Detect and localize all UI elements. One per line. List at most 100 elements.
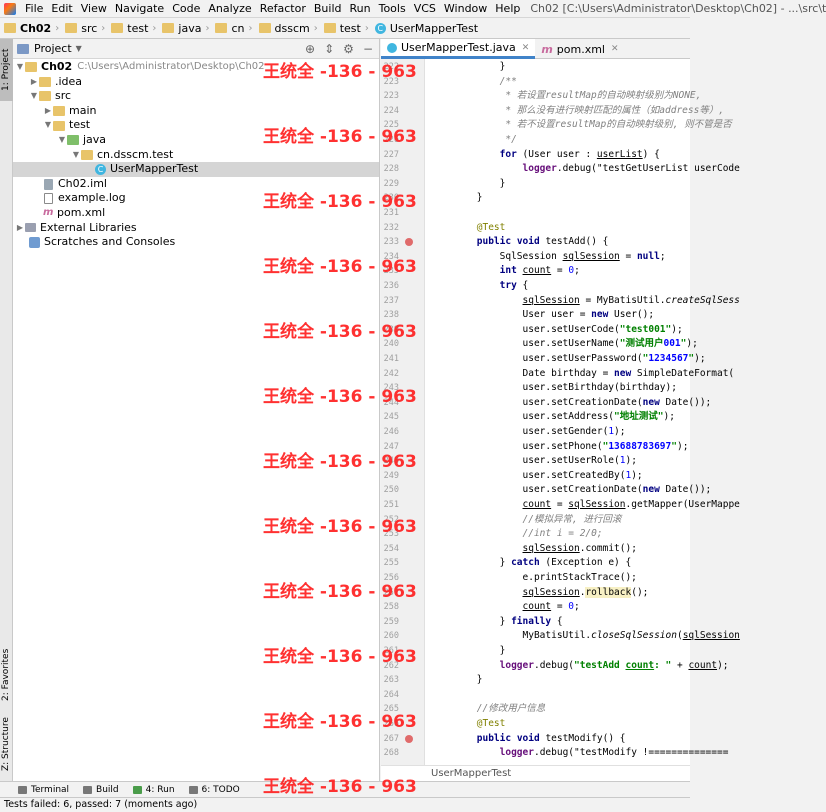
- tool-terminal[interactable]: Terminal: [18, 785, 69, 795]
- chevron-down-icon[interactable]: ▼: [44, 120, 52, 130]
- code-line[interactable]: 257 sqlSession.rollback();: [381, 586, 690, 601]
- tree-item-ch02[interactable]: ▼ Ch02 C:\Users\Administrator\Desktop\Ch…: [13, 60, 379, 75]
- nav-crumb-test[interactable]: test: [107, 22, 150, 35]
- code-line[interactable]: 223 /**: [381, 75, 690, 90]
- code-line[interactable]: 241 user.setUserPassword("1234567");: [381, 352, 706, 367]
- code-line[interactable]: 251 count = sqlSession.getMapper(UserMap…: [381, 498, 740, 513]
- code-line[interactable]: 244 user.setCreationDate(new Date());: [381, 396, 712, 411]
- close-icon[interactable]: ✕: [611, 44, 619, 54]
- editor-breadcrumb[interactable]: UserMapperTest: [381, 765, 690, 781]
- code-line[interactable]: 240 user.setUserName("测试用户001");: [381, 337, 698, 352]
- code-line[interactable]: 264: [381, 688, 690, 703]
- code-line[interactable]: 230 }: [381, 191, 690, 206]
- code-line[interactable]: 226 */: [381, 133, 690, 148]
- menu-view[interactable]: View: [80, 2, 107, 15]
- close-icon[interactable]: ✕: [521, 42, 530, 53]
- tree-item-usermappertest[interactable]: C UserMapperTest: [13, 162, 379, 177]
- menu-vcs[interactable]: VCS: [413, 2, 436, 15]
- menu-tools[interactable]: Tools: [378, 2, 406, 15]
- code-line[interactable]: 245 user.setAddress("地址测试");: [381, 410, 690, 425]
- code-line[interactable]: 223 * 若设置resultMap的自动映射级别为NONE,: [381, 89, 702, 104]
- tree-item-pom[interactable]: m pom.xml: [13, 206, 379, 221]
- menu-run[interactable]: Run: [349, 2, 371, 15]
- collapse-all-icon[interactable]: ⇕: [324, 42, 335, 56]
- chevron-right-icon[interactable]: ▶: [44, 105, 52, 115]
- tree-item-iml[interactable]: Ch02.iml: [13, 177, 379, 192]
- locate-icon[interactable]: ⊕: [305, 42, 316, 56]
- code-line[interactable]: 243 user.setBirthday(birthday);: [381, 381, 690, 396]
- menu-refactor[interactable]: Refactor: [259, 2, 306, 15]
- code-line[interactable]: 231: [381, 206, 690, 221]
- menu-help[interactable]: Help: [495, 2, 521, 15]
- code-line[interactable]: 229 }: [381, 177, 690, 192]
- status-message[interactable]: Tests failed: 6, passed: 7 (moments ago): [4, 799, 198, 810]
- run-test-icon[interactable]: [405, 238, 413, 247]
- code-line[interactable]: 233 public void testAdd() {: [381, 235, 690, 250]
- chevron-down-icon[interactable]: ▼: [58, 134, 66, 144]
- code-line[interactable]: 268 logger.debug("testModify !==========…: [381, 746, 729, 761]
- code-line[interactable]: 227 for (User user : userList) {: [381, 148, 690, 163]
- code-line[interactable]: 266 @Test: [381, 717, 690, 732]
- code-line[interactable]: 253 //int i = 2/0;: [381, 527, 690, 542]
- nav-crumb-cn[interactable]: cn: [211, 22, 246, 35]
- project-view-selector[interactable]: Project: [34, 42, 72, 55]
- code-line[interactable]: 224 * 那么没有进行映射匹配的属性（如address等）,: [381, 104, 724, 119]
- code-line[interactable]: 234 SqlSession sqlSession = null;: [381, 250, 690, 265]
- nav-crumb-dsscm[interactable]: dsscm: [255, 22, 312, 35]
- tree-item-scratches[interactable]: Scratches and Consoles: [13, 235, 379, 250]
- tool-tab-favorites[interactable]: 2: Favorites: [1, 648, 11, 702]
- code-line[interactable]: 237 sqlSession = MyBatisUtil.createSqlSe…: [381, 294, 740, 309]
- tree-item-java[interactable]: ▼ java: [13, 133, 379, 148]
- code-line[interactable]: 232 @Test: [381, 221, 690, 236]
- chevron-down-icon[interactable]: ▼: [72, 149, 80, 159]
- code-line[interactable]: 235 int count = 0;: [381, 264, 690, 279]
- code-line[interactable]: 247 user.setPhone("13688783697");: [381, 440, 690, 455]
- tool-tab-structure[interactable]: Z: Structure: [1, 717, 11, 771]
- code-line[interactable]: 239 user.setUserCode("test001");: [381, 323, 690, 338]
- run-test-icon[interactable]: [405, 734, 413, 743]
- code-line[interactable]: 228 logger.debug("testGetUserList userCo…: [381, 162, 740, 177]
- menu-edit[interactable]: Edit: [51, 2, 73, 15]
- menu-analyze[interactable]: Analyze: [208, 2, 252, 15]
- code-area[interactable]: 222 }223 /**223 * 若设置resultMap的自动映射级别为NO…: [381, 59, 740, 765]
- code-line[interactable]: 254 sqlSession.commit();: [381, 542, 690, 557]
- tree-item-test[interactable]: ▼ test: [13, 118, 379, 133]
- code-line[interactable]: 256 e.printStackTrace();: [381, 571, 690, 586]
- code-line[interactable]: 246 user.setGender(1);: [381, 425, 690, 440]
- menu-window[interactable]: Window: [443, 2, 488, 15]
- menu-navigate[interactable]: Navigate: [114, 2, 165, 15]
- nav-crumb-java[interactable]: java: [158, 22, 203, 35]
- code-line[interactable]: 260 MyBatisUtil.closeSqlSession(sqlSessi…: [381, 629, 740, 644]
- code-line[interactable]: 250 user.setCreationDate(new Date());: [381, 483, 712, 498]
- tree-item-external-libraries[interactable]: ▶ External Libraries: [13, 221, 379, 236]
- code-line[interactable]: 263 }: [381, 673, 690, 688]
- tool-tab-project[interactable]: 1: Project: [0, 39, 13, 101]
- minimize-icon[interactable]: −: [362, 42, 373, 56]
- nav-crumb-test-pkg[interactable]: test: [320, 22, 363, 35]
- chevron-down-icon[interactable]: ▼: [30, 91, 38, 101]
- code-line[interactable]: 261 }: [381, 644, 690, 659]
- tree-item-src[interactable]: ▼ src: [13, 89, 379, 104]
- menu-build[interactable]: Build: [313, 2, 342, 15]
- code-line[interactable]: 249 user.setCreatedBy(1);: [381, 469, 690, 484]
- gear-icon[interactable]: ⚙: [343, 42, 354, 56]
- code-line[interactable]: 225 * 若不设置resultMap的自动映射级别, 则不管是否: [381, 118, 732, 133]
- chevron-right-icon[interactable]: ▶: [30, 76, 38, 86]
- tree-item-idea[interactable]: ▶ .idea: [13, 75, 379, 90]
- code-line[interactable]: 255 } catch (Exception e) {: [381, 556, 690, 571]
- code-line[interactable]: 262 logger.debug("testAdd count: " + cou…: [381, 659, 729, 674]
- tool-build[interactable]: Build: [83, 785, 119, 795]
- tree-item-example-log[interactable]: example.log: [13, 191, 379, 206]
- code-line[interactable]: 267 public void testModify() {: [381, 732, 690, 747]
- code-line[interactable]: 265 //修改用户信息: [381, 702, 690, 717]
- code-line[interactable]: 252 //模拟异常, 进行回滚: [381, 513, 690, 528]
- code-line[interactable]: 248 user.setUserRole(1);: [381, 454, 690, 469]
- code-line[interactable]: 258 count = 0;: [381, 600, 690, 615]
- tab-usermappertest[interactable]: UserMapperTest.java ✕: [381, 39, 536, 59]
- code-line[interactable]: 236 try {: [381, 279, 690, 294]
- chevron-right-icon[interactable]: ▶: [16, 222, 24, 232]
- tree-item-package[interactable]: ▼ cn.dsscm.test: [13, 148, 379, 163]
- code-line[interactable]: 259 } finally {: [381, 615, 690, 630]
- chevron-down-icon[interactable]: ▼: [75, 44, 82, 53]
